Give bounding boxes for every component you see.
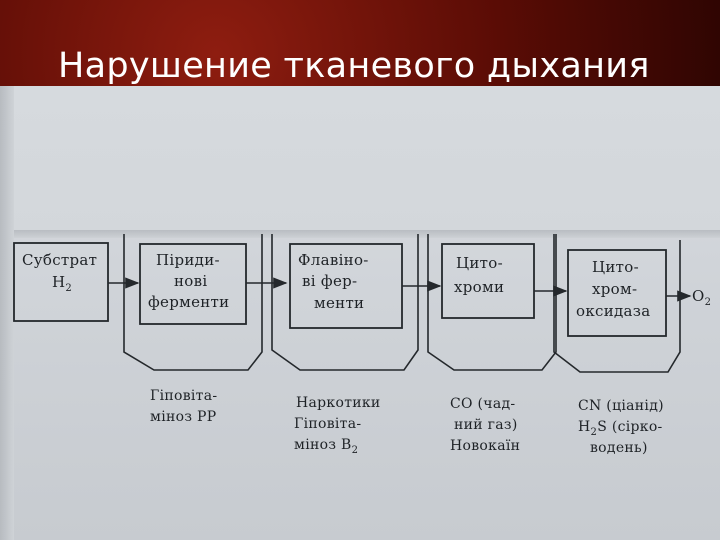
substrate-formula-h: H [52,273,65,291]
oxidase-line2: хром- [592,280,637,298]
inhibitor-oxidase-line2: H2S (сірко- [578,419,663,438]
inhibitor-oxidase-line2-rest: S (сірко- [597,419,662,435]
oxygen-product-o: O [692,287,705,305]
cytochromes-line2: хроми [454,278,504,296]
inhibitor-oxidase-line2-h: H [578,419,591,435]
oxidase-line3: оксидаза [576,302,651,320]
inhibitor-flavin-line2: Гіповіта- [294,416,361,432]
substrate-label: Субстрат [22,251,97,269]
inhibitor-pyridine-line2: міноз PP [150,409,216,425]
inhibitor-flavin-line1: Наркотики [296,395,381,411]
page-fold [0,230,720,238]
pyridine-box [139,243,247,325]
page-upper-area [0,86,720,234]
respiratory-chain-diagram: Субстрат H2 Піриди- нові ферменти Гіпові… [13,234,711,456]
flavin-line2: ві фер- [302,272,357,290]
oxygen-product: O2 [692,287,711,308]
substrate-formula: H2 [52,273,72,294]
funnel-pyridine [123,234,263,371]
inhibitor-oxidase-line3: водень) [590,440,648,456]
funnel-cytochromes [427,234,557,371]
cytochromes-box [441,243,535,319]
pyridine-line1: Піриди- [156,251,220,269]
inhibitor-pyridine-line1: Гіповіта- [150,388,217,404]
inhibitor-flavin-line3-main: міноз B [294,437,352,453]
inhibitor-oxidase-line2-sub: 2 [591,427,598,438]
inhibitor-flavin-line3: міноз B2 [294,437,358,456]
inhibitor-cytochromes-line1: CO (чад- [450,396,515,412]
substrate-formula-sub: 2 [65,283,72,294]
textbook-photo [0,86,720,540]
funnel-flavin [271,234,419,371]
inhibitor-oxidase-line1: CN (ціанід) [578,398,664,414]
inhibitor-cytochromes-line2: ний газ) [454,417,518,433]
substrate-box [13,242,109,322]
oxygen-product-sub: 2 [705,297,712,308]
funnel-cytochrome-oxidase [553,234,681,373]
slide-title: Нарушение тканевого дыхания [58,46,650,86]
page-left-edge [0,86,14,540]
flavin-box [289,243,403,329]
oxidase-line1: Цито- [592,258,639,276]
pyridine-line2: нові [174,272,207,290]
cytochromes-line1: Цито- [456,254,503,272]
cytochrome-oxidase-box [567,249,667,337]
inhibitor-flavin-line3-sub: 2 [352,445,359,456]
flavin-line3: менти [314,294,364,312]
flavin-line1: Флавіно- [298,251,369,269]
pyridine-line3: ферменти [148,293,229,311]
inhibitor-cytochromes-line3: Новокаїн [450,438,520,454]
